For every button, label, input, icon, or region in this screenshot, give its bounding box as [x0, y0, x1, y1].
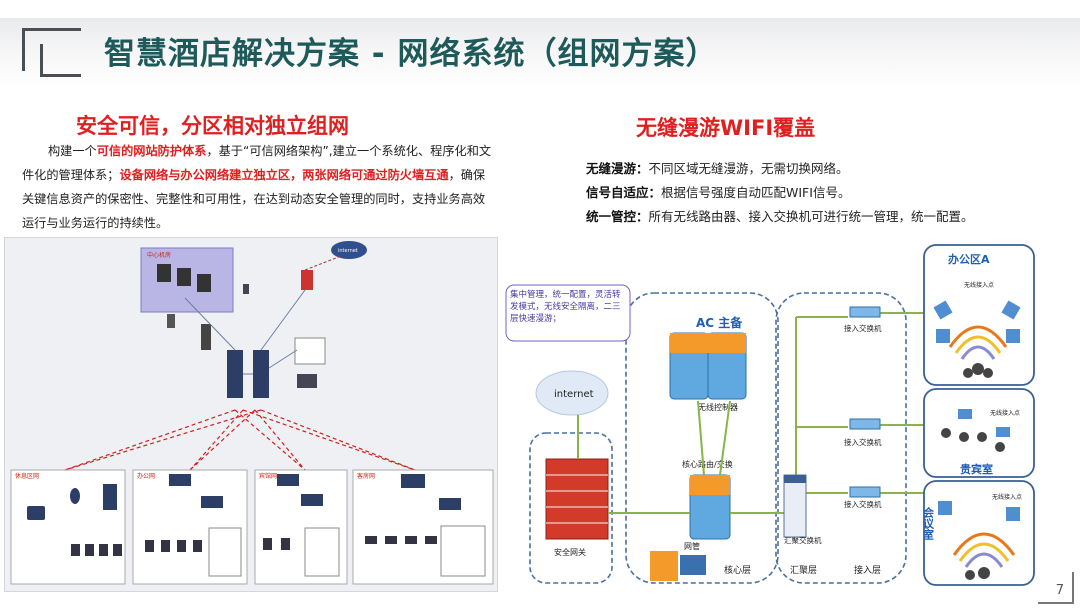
- ac-label: AC 主备: [696, 315, 743, 330]
- access-switch-icon: [849, 418, 881, 430]
- agg-switch-label: 汇聚交换机: [784, 535, 822, 545]
- core-switch-top: [690, 475, 730, 495]
- firewall-icon: [301, 270, 313, 290]
- ac-top-icon: [670, 333, 708, 353]
- netmgmt-label: 网管: [684, 541, 700, 551]
- zone-devices: [27, 474, 461, 520]
- access-switch-icon: [849, 486, 881, 498]
- netmgmt-server-icon: [650, 551, 678, 581]
- green-links: [577, 312, 928, 514]
- zone-label: 宾馆网: [259, 472, 277, 480]
- pc-row: [71, 525, 486, 577]
- office-area-label: 办公区A: [948, 252, 990, 266]
- access-point-icons: [933, 300, 1021, 521]
- ap-label: 无线接入点: [992, 493, 1022, 501]
- device-icon: [243, 284, 249, 294]
- feature-value: 不同区域无缝漫游，无需切换网络。: [648, 161, 849, 176]
- trunk-links: [64, 409, 416, 471]
- server-icon: [197, 274, 211, 292]
- ac-top-icon: [708, 333, 746, 353]
- server-icon: [157, 264, 171, 282]
- access-switch-label: 接入交换机: [844, 437, 882, 447]
- page-number: 7: [1055, 583, 1064, 598]
- left-diagram-svg: 中心机房 internet: [10, 241, 494, 585]
- para-part-3: ，基于“可信网络架构”,建立一个系统化、程序化和文件化的管理体系；: [22, 144, 492, 182]
- vip-room-label: 贵宾室: [960, 462, 993, 476]
- header-frame-icon-inner: [40, 44, 81, 77]
- ap-label: 无线接入点: [990, 409, 1020, 417]
- access-switch-label: 接入交换机: [844, 499, 882, 509]
- meeting-room-label: 会议室: [922, 506, 935, 540]
- para-part-1: 构建一个: [48, 144, 97, 158]
- page-frame-icon: [1038, 572, 1074, 604]
- left-network-diagram: 中心机房 internet: [4, 237, 498, 592]
- feature-line-adaptive: 信号自适应：根据信号强度自动匹配WIFI信号。: [586, 182, 850, 201]
- server-icon: [177, 268, 191, 286]
- device-icon: [297, 374, 317, 388]
- para-highlight-1: 可信的网站防护体系: [96, 144, 207, 158]
- page-title: 智慧酒店解决方案 - 网络系统（组网方案）: [104, 36, 718, 72]
- header-band: [0, 18, 1080, 90]
- core-layer-label: 核心层: [724, 564, 751, 576]
- feature-line-roaming: 无缝漫游：不同区域无缝漫游，无需切换网络。: [586, 158, 849, 177]
- pc-icon: [167, 314, 175, 328]
- access-switch-icon: [849, 306, 881, 318]
- security-gateway-label: 安全网关: [554, 547, 586, 557]
- center-room-label: 中心机房: [147, 251, 171, 259]
- server-rack-icon: [201, 324, 211, 350]
- agg-layer-label: 汇聚层: [790, 565, 817, 576]
- para-part-5: ，确保关键信息资产的保密性、完整性和可用性，在达到动态安全管理的同时，支持业务高…: [22, 168, 486, 230]
- feature-key: 统一管控：: [586, 209, 649, 224]
- feature-key: 无缝漫游：: [586, 161, 649, 176]
- internet-label: internet: [338, 248, 358, 254]
- feature-value: 所有无线路由器、接入交换机可进行统一管理，统一配置。: [648, 209, 974, 224]
- agg-switch-icon: [783, 474, 807, 538]
- people-icons: [941, 363, 1005, 580]
- feature-value: 根据信号强度自动匹配WIFI信号。: [661, 185, 851, 200]
- internet-cloud-icon: [331, 241, 367, 259]
- core-switch-icon: [253, 350, 269, 398]
- para-highlight-2: 设备网络与办公网络建立独立区，两张网络可通过防火墙互通: [119, 168, 449, 182]
- wifi-waves-office: [948, 325, 1008, 360]
- zone-label: 办公网: [137, 472, 155, 480]
- access-switch-label: 接入交换机: [844, 323, 882, 333]
- core-switch-icon: [227, 350, 243, 398]
- firewall-bricks: [546, 474, 608, 524]
- zone-label: 客房网: [357, 472, 375, 480]
- feature-key: 信号自适应：: [586, 185, 662, 200]
- left-paragraph: 构建一个可信的网站防护体系，基于“可信网络架构”,建立一个系统化、程序化和文件化…: [22, 139, 494, 235]
- header-frame-icon: [22, 28, 81, 71]
- callout-box: [505, 284, 631, 342]
- right-subtitle: 无缝漫游WIFI覆盖: [636, 116, 816, 140]
- right-network-diagram: 集中管理，统一配置，灵活转发模式，无线安全隔离，二三层快速漫游； AC 主备 无…: [498, 237, 1076, 590]
- internet-cloud-icon: [535, 370, 609, 416]
- zone-boxes: [10, 469, 494, 585]
- security-gateway-icon: [545, 458, 609, 540]
- layer-outlines: [529, 292, 907, 584]
- wireless-controller-label: 无线控制器: [698, 402, 738, 412]
- device-panel: [294, 337, 326, 365]
- right-diagram-svg: 集中管理，统一配置，灵活转发模式，无线安全隔离，二三层快速漫游； AC 主备 无…: [505, 244, 1035, 586]
- access-layer-label: 接入层: [854, 564, 881, 576]
- ap-label: 无线接入点: [964, 281, 994, 289]
- zone-label: 休息区网: [15, 472, 39, 480]
- left-subtitle: 安全可信，分区相对独立组网: [76, 114, 349, 138]
- feature-line-control: 统一管控：所有无线路由器、接入交换机可进行统一管理，统一配置。: [586, 206, 974, 225]
- netmgmt-monitor-icon: [680, 555, 706, 575]
- internet-label: internet: [554, 389, 594, 400]
- wifi-waves-meeting: [952, 532, 1016, 568]
- agg-switch-top: [784, 475, 806, 483]
- callout-text: 集中管理，统一配置，灵活转发模式，无线安全隔离，二三层快速漫游；: [510, 290, 621, 324]
- core-switch-label: 核心路由/交换: [682, 459, 733, 469]
